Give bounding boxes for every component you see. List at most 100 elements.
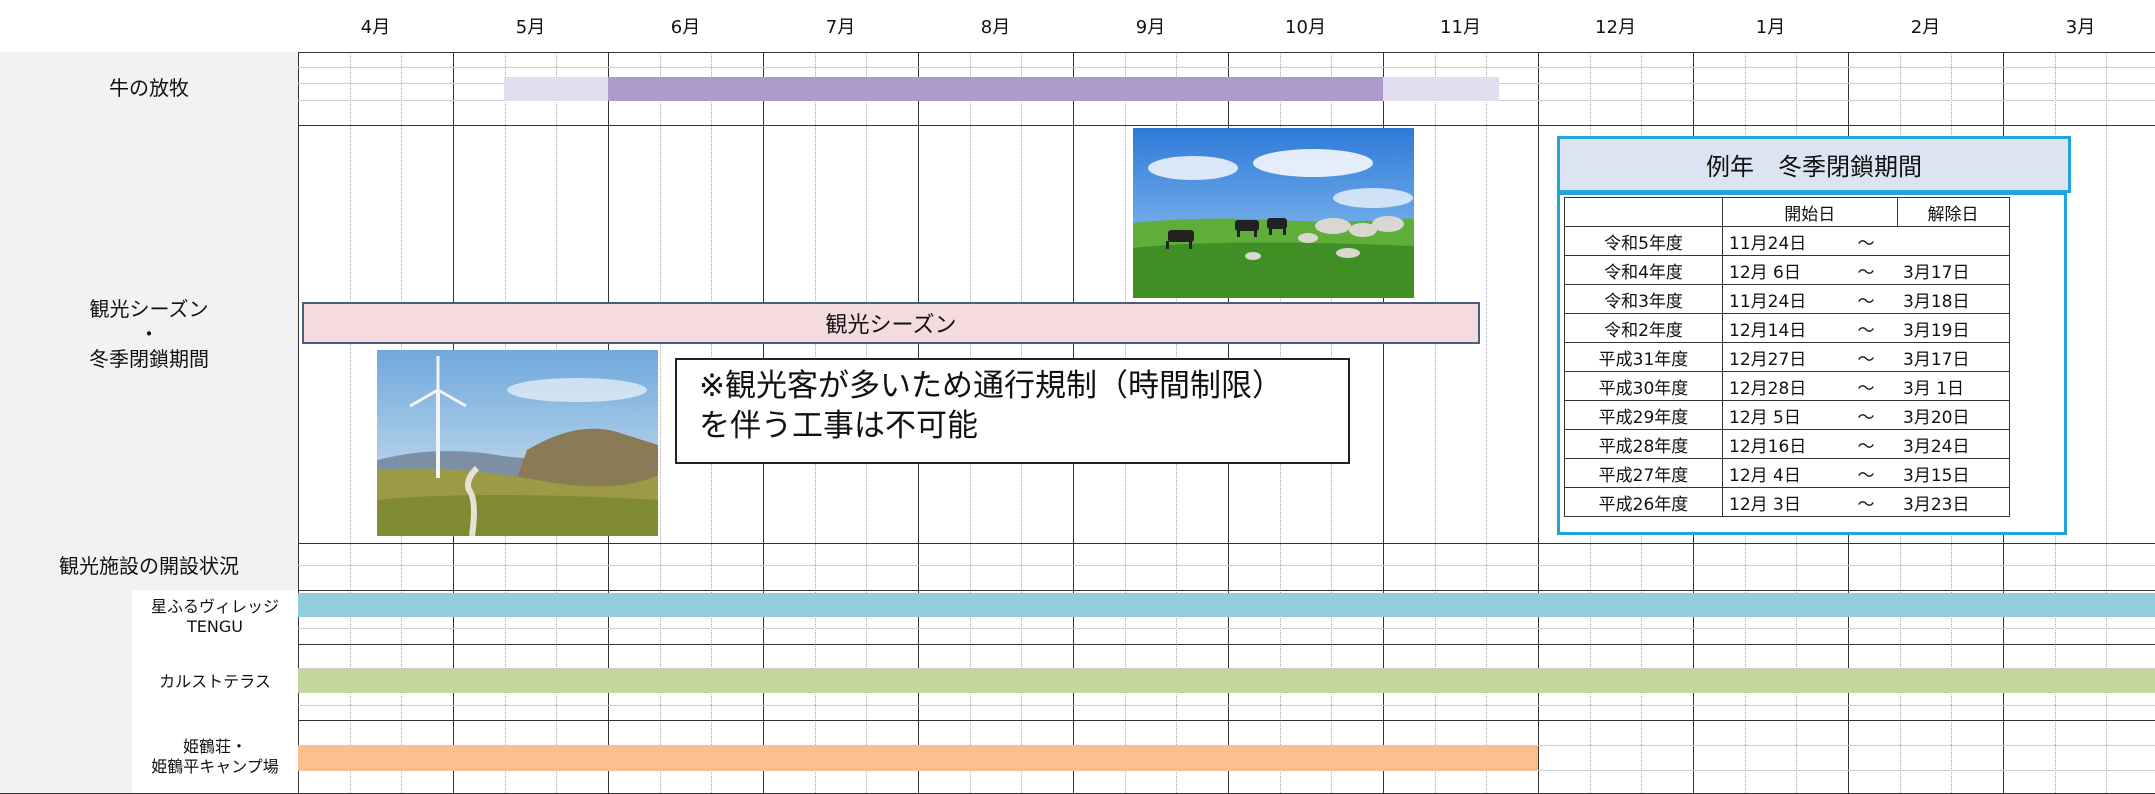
closure-year-cell: 平成29年度	[1564, 400, 1723, 430]
row-divider	[132, 720, 2155, 721]
closure-start-cell: 11月24日	[1722, 284, 1835, 314]
closure-year-cell: 令和5年度	[1564, 226, 1723, 256]
closure-start-cell: 12月28日	[1722, 371, 1835, 401]
facility-label-karst-terrace: カルストテラス	[132, 644, 298, 720]
closure-title: 例年 冬季閉鎖期間	[1557, 136, 2071, 193]
closure-start-cell: 12月 4日	[1722, 458, 1835, 488]
facility-tengu-bar	[298, 593, 2155, 617]
closure-year-cell: 平成30年度	[1564, 371, 1723, 401]
facility-himezuru-bar	[298, 745, 1538, 771]
week-divider	[2106, 0, 2108, 793]
closure-year-cell: 平成28年度	[1564, 429, 1723, 459]
facility-indent	[0, 590, 132, 793]
wind-turbine-photo	[377, 350, 658, 536]
closure-tilde-cell: ～	[1835, 226, 1897, 256]
row-divider	[0, 125, 2155, 126]
month-header: 3月	[2065, 17, 2096, 38]
closure-year-cell: 令和4年度	[1564, 255, 1723, 285]
sub-row-divider	[298, 67, 2155, 68]
month-header: 7月	[825, 17, 856, 38]
sub-row-divider	[298, 668, 2155, 669]
closure-start-cell: 12月27日	[1722, 342, 1835, 372]
sub-row-divider	[298, 565, 2155, 566]
month-header: 11月	[1440, 17, 1481, 38]
grazing-period-bar	[608, 77, 1383, 101]
closure-year-cell: 平成26年度	[1564, 487, 1723, 517]
closure-tilde-cell: ～	[1835, 342, 1897, 372]
month-divider	[1538, 0, 1539, 793]
facility-section-label: 観光施設の開設状況	[59, 554, 239, 578]
closure-start-cell: 11月24日	[1722, 226, 1835, 256]
month-divider	[298, 0, 299, 793]
row-divider	[0, 590, 2155, 591]
cattle-grazing-photo	[1133, 128, 1414, 298]
closure-start-cell: 12月14日	[1722, 313, 1835, 343]
note-line-1: ※観光客が多いため通行規制（時間制限）	[699, 368, 1283, 404]
closure-tilde-cell: ～	[1835, 255, 1897, 285]
closure-tilde-cell: ～	[1835, 313, 1897, 343]
closure-tilde-cell: ～	[1835, 400, 1897, 430]
closure-tilde-cell: ～	[1835, 371, 1897, 401]
closure-start-cell: 12月16日	[1722, 429, 1835, 459]
month-header: 6月	[670, 17, 701, 38]
note-line-2: を伴う工事は不可能	[699, 408, 978, 445]
closure-start-cell: 12月 6日	[1722, 255, 1835, 285]
closure-header-end: 解除日	[1896, 197, 2010, 227]
row-divider	[0, 543, 2155, 544]
grazing-shoulder-bar	[504, 77, 608, 101]
closure-end-cell: 3月19日	[1897, 313, 2010, 343]
closure-end-cell: 3月24日	[1897, 429, 2010, 459]
month-header: 12月	[1595, 17, 1636, 38]
month-header: 8月	[980, 17, 1011, 38]
closure-end-cell: 3月17日	[1897, 342, 2010, 372]
closure-tilde-cell: ～	[1835, 487, 1897, 517]
closure-end-cell: 3月23日	[1897, 487, 2010, 517]
closure-end-cell: 3月18日	[1897, 284, 2010, 314]
closure-end-cell: 3月17日	[1897, 255, 2010, 285]
season-row-label: 観光シーズン ・ 冬季閉鎖期間	[89, 296, 209, 371]
closure-end-cell: 3月20日	[1897, 400, 2010, 430]
facility-label-himezuru: 姫鶴荘・ 姫鶴平キャンプ場	[132, 720, 298, 793]
month-header: 1月	[1755, 17, 1786, 38]
row-divider	[0, 52, 2155, 53]
closure-header-year	[1564, 197, 1723, 227]
sub-row-divider	[298, 705, 2155, 706]
closure-start-cell: 12月 3日	[1722, 487, 1835, 517]
closure-end-cell: 3月15日	[1897, 458, 2010, 488]
month-header: 5月	[515, 17, 546, 38]
week-divider	[1434, 0, 1436, 793]
week-divider	[349, 0, 351, 793]
facility-karst-terrace-bar	[298, 669, 2155, 693]
closure-end-cell	[1897, 226, 2010, 256]
month-divider	[1383, 0, 1384, 793]
grazing-shoulder-bar	[1383, 77, 1500, 101]
month-header: 4月	[360, 17, 391, 38]
tourist-season-bar: 観光シーズン	[302, 302, 1480, 344]
week-divider	[659, 0, 661, 793]
row-divider	[132, 644, 2155, 645]
construction-note: ※観光客が多いため通行規制（時間制限） を伴う工事は不可能	[675, 358, 1350, 464]
sub-row-divider	[298, 628, 2155, 629]
month-header: 10月	[1285, 17, 1326, 38]
closure-tilde-cell: ～	[1835, 458, 1897, 488]
closure-tilde-cell: ～	[1835, 284, 1897, 314]
closure-year-cell: 令和3年度	[1564, 284, 1723, 314]
header-band	[0, 0, 2155, 52]
week-divider	[1486, 0, 1488, 793]
closure-year-cell: 平成27年度	[1564, 458, 1723, 488]
month-header: 9月	[1135, 17, 1166, 38]
closure-year-cell: 平成31年度	[1564, 342, 1723, 372]
closure-end-cell: 3月 1日	[1897, 371, 2010, 401]
